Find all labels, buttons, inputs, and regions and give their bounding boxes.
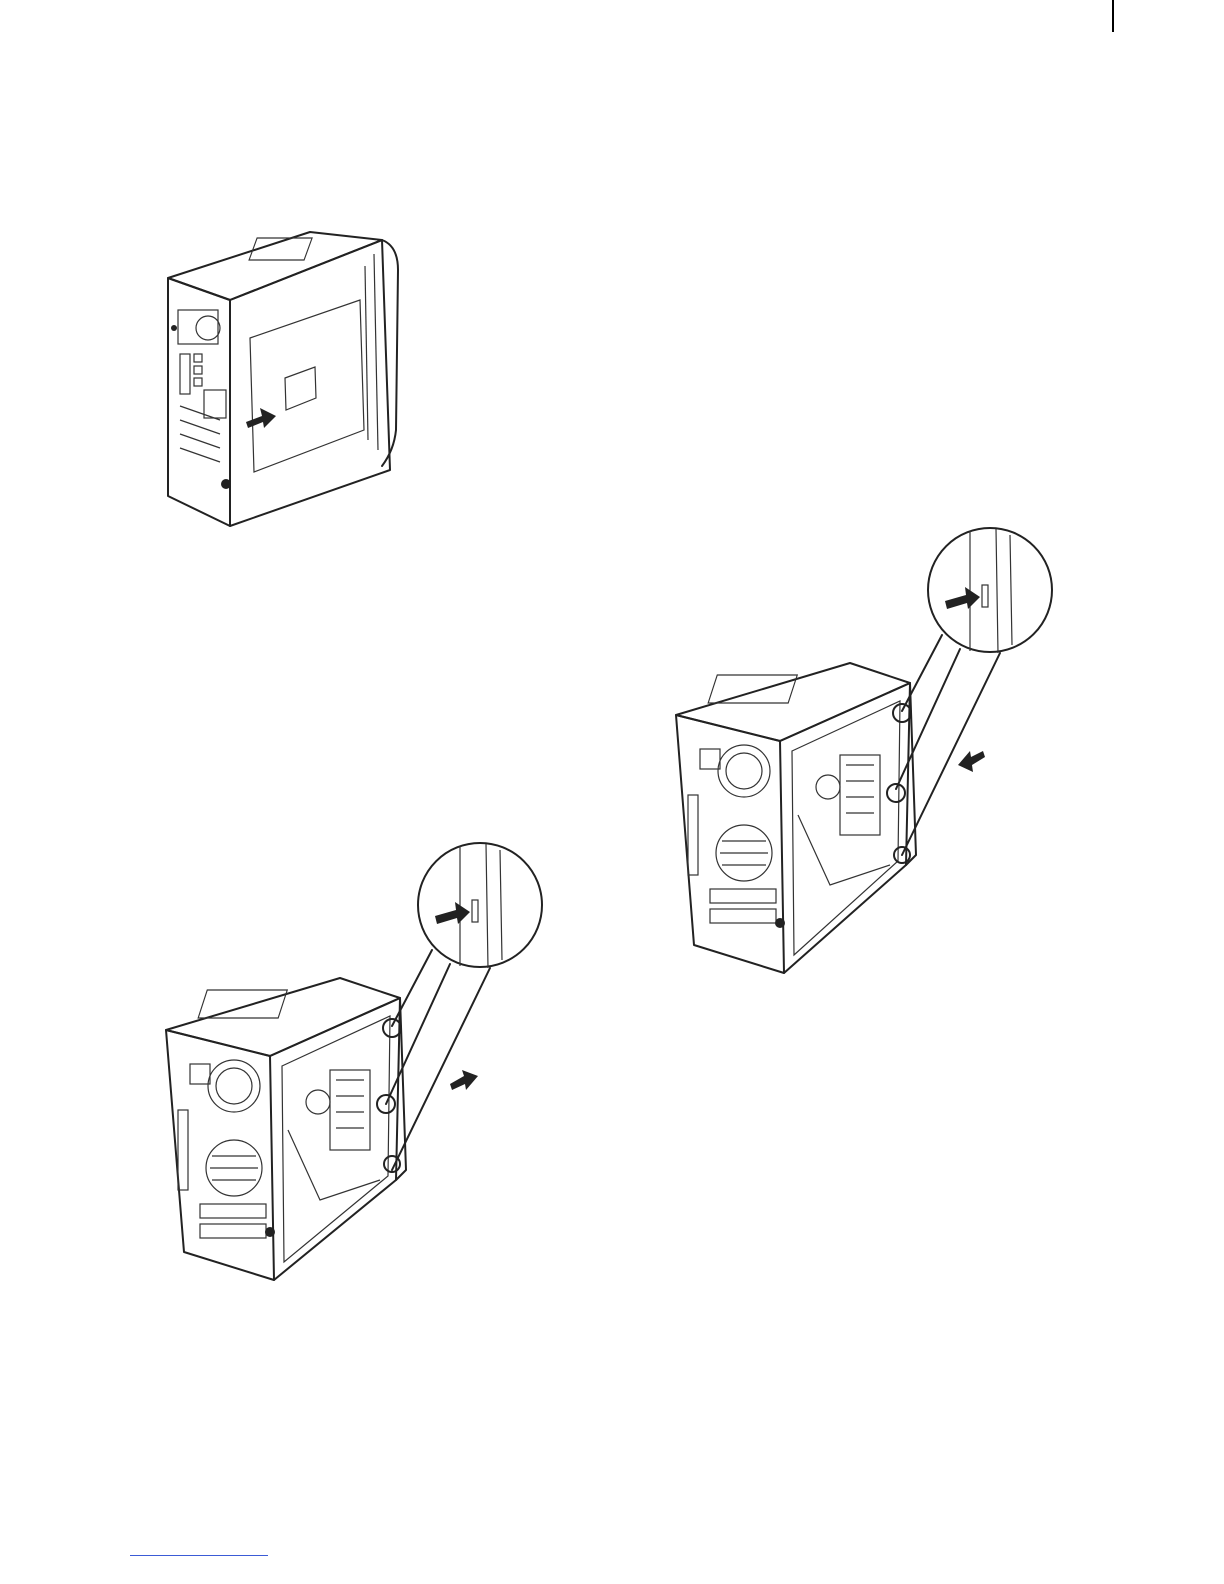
figure-open-case-remove <box>670 525 1070 985</box>
page-edge-rule <box>1112 0 1114 32</box>
footer-link-underline[interactable] <box>130 1555 268 1556</box>
figure-open-case-install <box>160 840 560 1290</box>
figure-closed-case <box>160 230 410 530</box>
